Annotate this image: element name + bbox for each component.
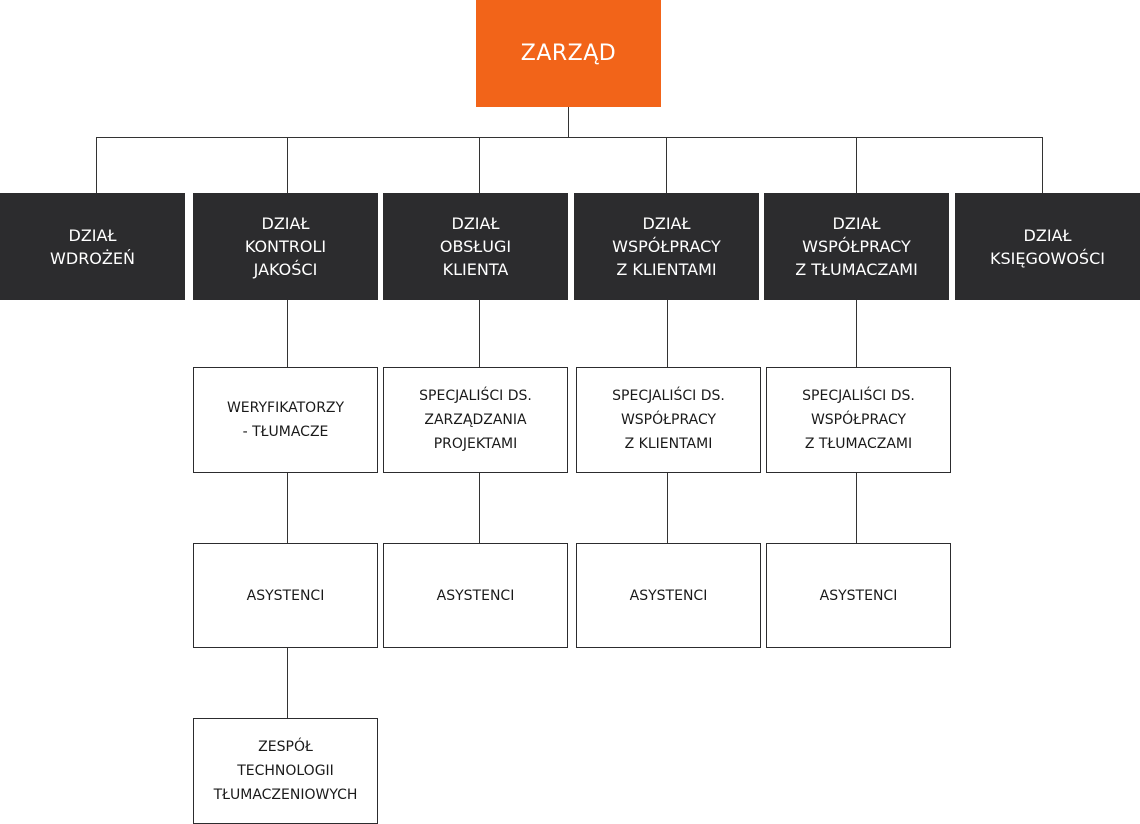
team-label: ASYSTENCI — [629, 587, 708, 604]
team-specjalisci-wspolpracy-z-tlumaczami: SPECJALIŚCI DS. WSPÓŁPRACY Z TŁUMACZAMI — [766, 367, 951, 473]
team-label: SPECJALIŚCI DS. WSPÓŁPRACY Z KLIENTAMI — [612, 388, 725, 452]
team-weryfikatorzy-tlumacze: WERYFIKATORZY - TŁUMACZE — [193, 367, 378, 473]
board-label: ZARZĄD — [520, 41, 617, 66]
department-wdrozen: DZIAŁ WDROŻEŃ — [0, 193, 185, 300]
team-label: ASYSTENCI — [819, 587, 898, 604]
team-label: SPECJALIŚCI DS. ZARZĄDZANIA PROJEKTAMI — [419, 388, 532, 452]
department-label: DZIAŁ OBSŁUGI KLIENTA — [439, 214, 512, 279]
department-obslugi-klienta: DZIAŁ OBSŁUGI KLIENTA — [383, 193, 568, 300]
team-specjalisci-wspolpracy-z-klientami: SPECJALIŚCI DS. WSPÓŁPRACY Z KLIENTAMI — [576, 367, 761, 473]
team-asystenci: ASYSTENCI — [766, 543, 951, 648]
department-label: DZIAŁ KSIĘGOWOŚCI — [990, 225, 1105, 268]
team-zespol-technologii-tlumaczeniowych: ZESPÓŁ TECHNOLOGII TŁUMACZENIOWYCH — [193, 718, 378, 824]
team-label: SPECJALIŚCI DS. WSPÓŁPRACY Z TŁUMACZAMI — [802, 388, 915, 452]
department-label: DZIAŁ WSPÓŁPRACY Z TŁUMACZAMI — [795, 214, 918, 279]
department-label: DZIAŁ KONTROLI JAKOŚCI — [244, 214, 327, 279]
team-label: ASYSTENCI — [436, 587, 515, 604]
department-label: DZIAŁ WDROŻEŃ — [50, 225, 135, 268]
team-specjalisci-zarzadzania-projektami: SPECJALIŚCI DS. ZARZĄDZANIA PROJEKTAMI — [383, 367, 568, 473]
team-label: ASYSTENCI — [246, 587, 325, 604]
department-wspolpracy-z-tlumaczami: DZIAŁ WSPÓŁPRACY Z TŁUMACZAMI — [764, 193, 949, 300]
department-wspolpracy-z-klientami: DZIAŁ WSPÓŁPRACY Z KLIENTAMI — [574, 193, 759, 300]
department-label: DZIAŁ WSPÓŁPRACY Z KLIENTAMI — [612, 214, 721, 279]
department-kontroli-jakosci: DZIAŁ KONTROLI JAKOŚCI — [193, 193, 378, 300]
team-asystenci: ASYSTENCI — [383, 543, 568, 648]
team-asystenci: ASYSTENCI — [193, 543, 378, 648]
team-label: WERYFIKATORZY - TŁUMACZE — [226, 400, 345, 440]
team-label: ZESPÓŁ TECHNOLOGII TŁUMACZENIOWYCH — [213, 739, 358, 803]
team-asystenci: ASYSTENCI — [576, 543, 761, 648]
board-node: ZARZĄD — [476, 0, 661, 107]
department-ksiegowosci: DZIAŁ KSIĘGOWOŚCI — [955, 193, 1140, 300]
